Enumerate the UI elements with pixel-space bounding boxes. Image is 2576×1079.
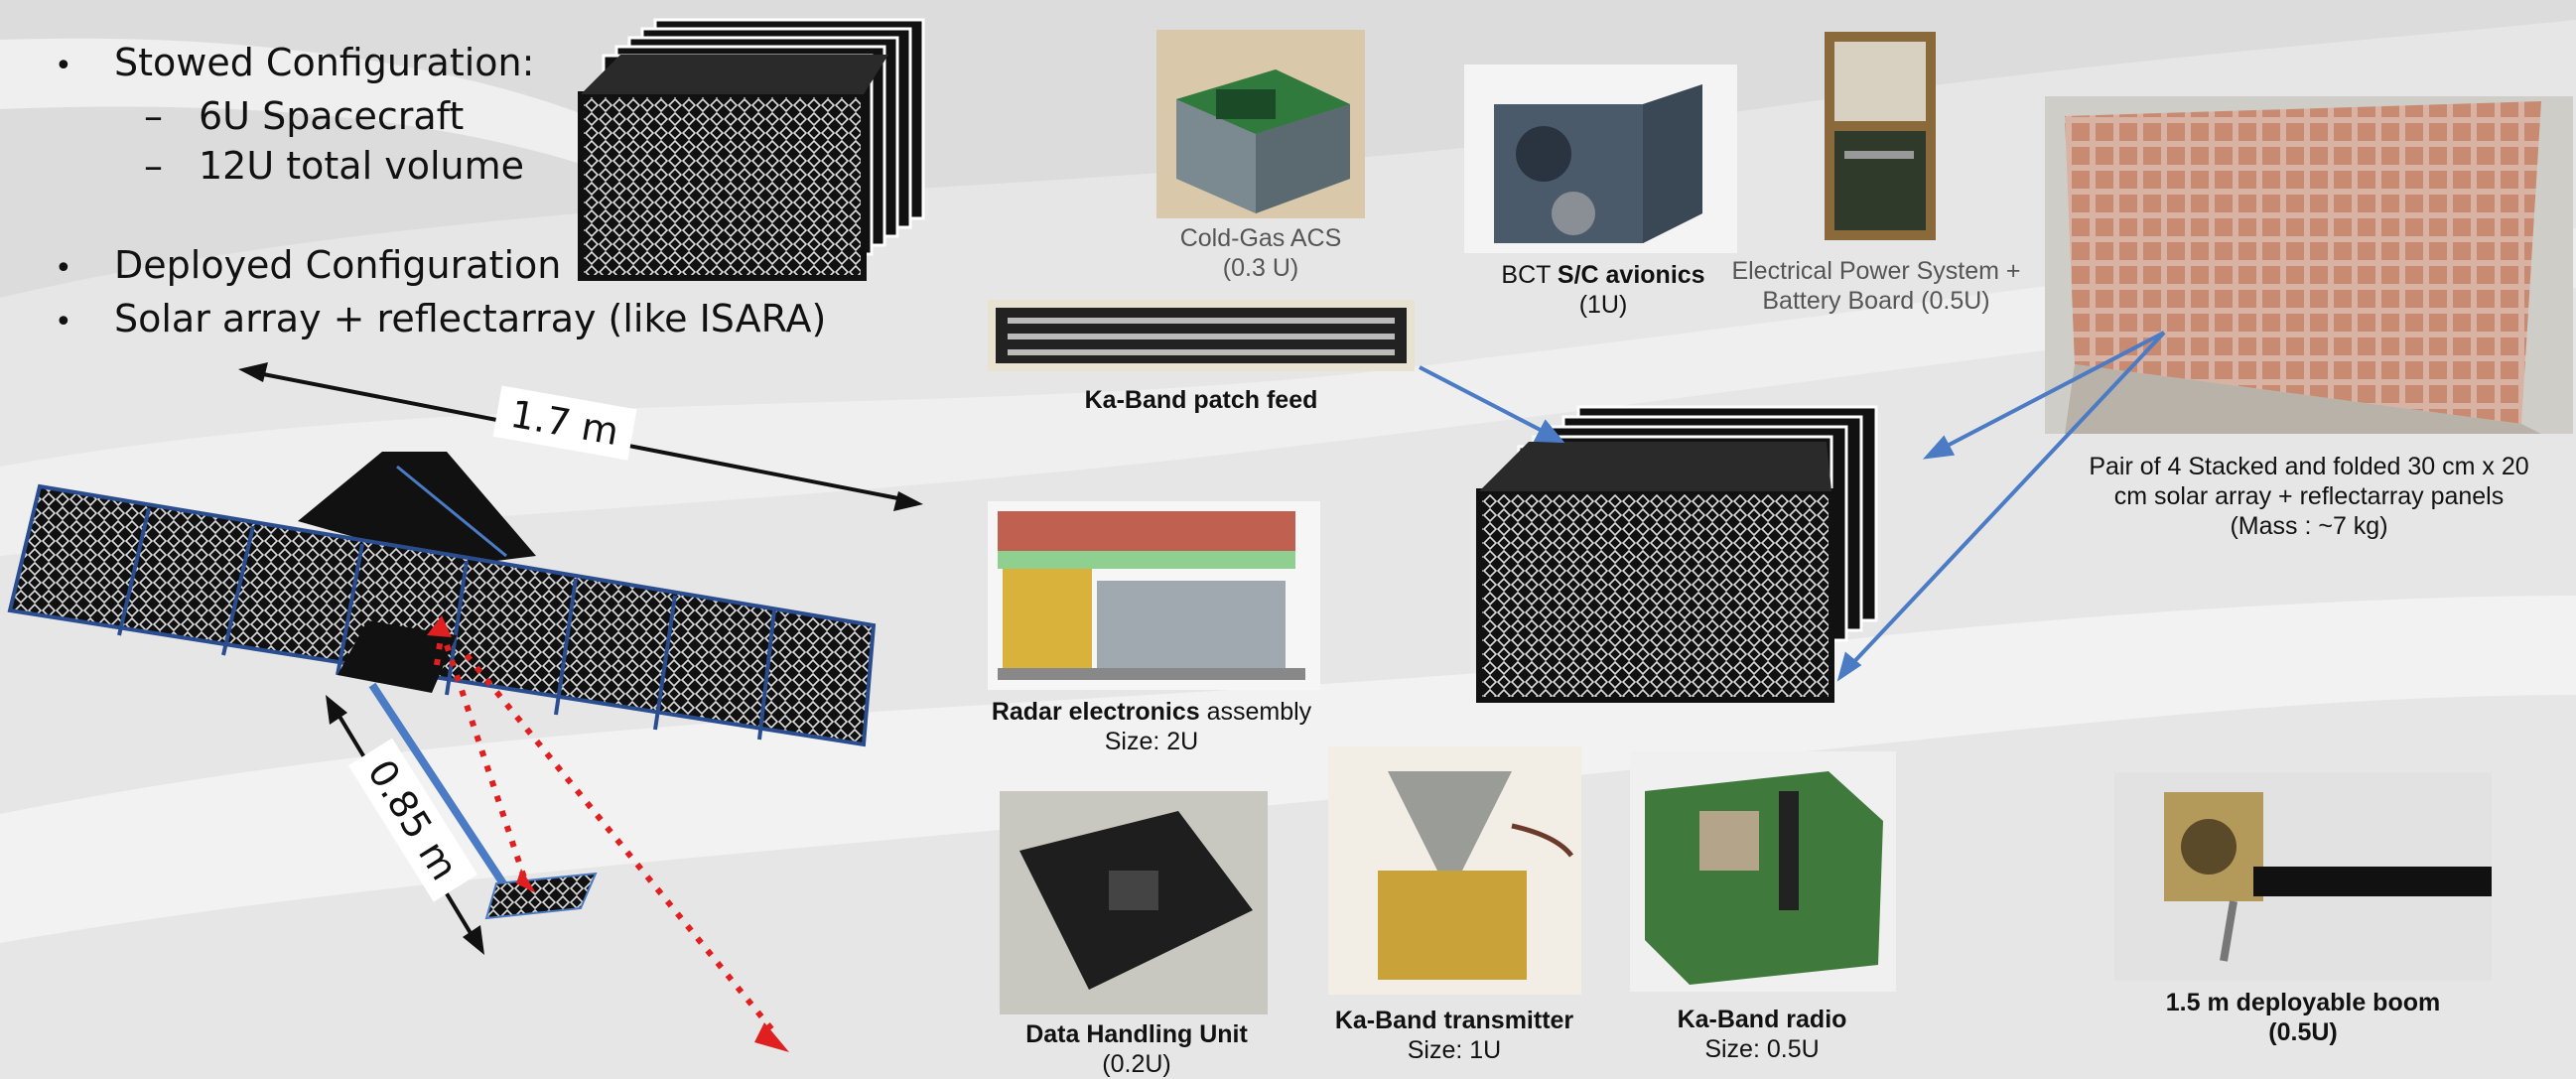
radar-electronics-caption: Radar electronics assembly Size: 2U [991, 698, 1312, 755]
eps-caption: Electrical Power System + Battery Board … [1731, 257, 2021, 315]
component-arrows [1419, 331, 2166, 682]
bullet-sub-1: –6U Spacecraft [144, 94, 465, 138]
ka-band-transmitter-caption: Ka-Band transmitter Size: 1U [1334, 1007, 1574, 1064]
cold-gas-acs-caption: Cold-Gas ACS (0.3 U) [1179, 224, 1342, 282]
bct-avionics-photo [1464, 65, 1737, 253]
ka-band-patch-feed-photo [988, 300, 1415, 371]
cold-gas-acs-photo [1156, 30, 1365, 218]
patch-feed-caption: Ka-Band patch feed [1084, 386, 1318, 414]
ka-band-radio-caption: Ka-Band radio Size: 0.5U [1677, 1006, 1847, 1063]
solar-reflectarray-photo [2045, 96, 2573, 434]
ka-band-radio-photo [1630, 751, 1896, 992]
data-handling-unit-caption: Data Handling Unit (0.2U) [1025, 1020, 1248, 1078]
bullet-solar: •Solar array + reflectarray (like ISARA) [55, 297, 827, 340]
stowed-spacecraft-stack [578, 18, 925, 281]
bullet-list: •Stowed Configuration: –6U Spacecraft –1… [55, 38, 826, 347]
ka-band-transmitter-photo [1328, 746, 1581, 995]
bullet-deployed: •Deployed Configuration [55, 243, 562, 287]
bullet-stowed: •Stowed Configuration: [55, 41, 535, 84]
deployable-boom-caption: 1.5 m deployable boom (0.5U) [2165, 989, 2441, 1046]
deployable-boom-photo [2114, 772, 2492, 981]
eps-photo [1825, 32, 1936, 240]
central-stowed-stack [1476, 405, 1878, 703]
solar-panels-caption: Pair of 4 Stacked and folded 30 cm x 20 … [2089, 453, 2529, 540]
deployed-spacecraft [7, 452, 877, 1052]
radar-electronics-photo [988, 501, 1320, 690]
bullet-sub-2: –12U total volume [144, 144, 524, 188]
bct-avionics-caption: BCT S/C avionics (1U) [1501, 261, 1705, 319]
data-handling-unit-photo [1000, 791, 1268, 1014]
